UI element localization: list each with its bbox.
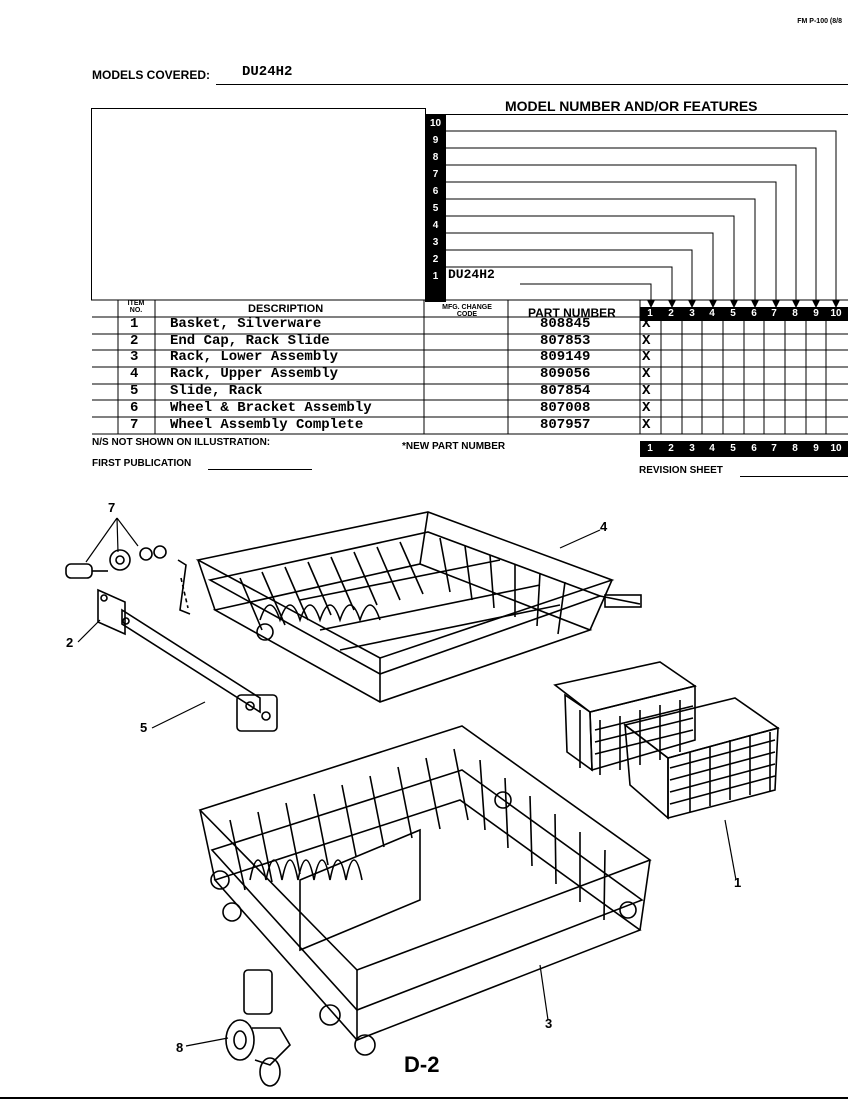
callout-8: 8 [176,1040,184,1055]
col-top-5: 5 [730,308,736,319]
models-covered-value: DU24H2 [242,64,293,80]
col-top-4: 4 [709,308,715,319]
models-covered-label: MODELS COVERED: [92,68,211,82]
wheel-bracket-assembly [225,969,292,1087]
model-leader-lines [91,130,848,308]
col-bottom-6: 6 [751,443,757,454]
row-part-number: 807008 [540,400,591,416]
row-item: 7 [130,417,139,433]
col-top-3: 3 [689,308,695,319]
first-publication-label: FIRST PUBLICATION [92,458,192,469]
model-num-9: 9 [432,135,439,146]
row-mark: X [642,333,651,349]
revision-sheet-line [740,476,848,477]
callout-5: 5 [140,720,148,735]
col-top-10: 10 [830,308,842,319]
revision-sheet-label: REVISION SHEET [639,465,723,476]
col-top-6: 6 [751,308,757,319]
wheel-assembly [65,545,191,615]
col-bottom-5: 5 [730,443,736,454]
col-bottom-7: 7 [771,443,777,454]
exploded-parts-illustration [65,511,780,1087]
model-features-title: MODEL NUMBER AND/OR FEATURES [505,98,758,114]
model-num-2: 2 [432,254,439,265]
col-top-2: 2 [668,308,674,319]
callout-2: 2 [66,635,74,650]
parts-table-grid [92,300,848,435]
col-bottom-8: 8 [792,443,798,454]
row-item: 5 [130,383,139,399]
row-item: 3 [130,349,139,365]
model-num-4: 4 [432,220,439,231]
model-number-column: 10 9 8 7 6 5 4 3 2 1 [425,114,446,302]
new-part-note: *NEW PART NUMBER [402,441,506,452]
row-mark: X [642,366,651,382]
row-item: 4 [130,366,139,382]
col-bottom-2: 2 [668,443,674,454]
col-bottom-9: 9 [813,443,819,454]
callout-4: 4 [600,519,608,534]
first-publication-line [208,469,312,470]
model-column-bar-bottom [640,441,848,457]
models-underline [216,84,848,85]
row-description: End Cap, Rack Slide [170,333,330,349]
row-part-number: 807853 [540,333,591,349]
bottom-rule [0,1097,848,1099]
row-mark: X [642,383,651,399]
row-item: 6 [130,400,139,416]
silverware-basket [553,661,780,820]
model-entry-1: DU24H2 [448,267,495,282]
model-features-rule [430,114,848,115]
row-part-number: 809149 [540,349,591,365]
row-description: Rack, Upper Assembly [170,366,339,382]
row-mark: X [642,417,651,433]
callout-leaders [77,517,737,1047]
row-mark: X [642,316,651,332]
lower-rack [198,725,652,1056]
col-bottom-3: 3 [689,443,695,454]
col-bottom-4: 4 [709,443,715,454]
col-top-9: 9 [813,308,819,319]
rack-slide [97,588,278,732]
row-part-number: 808845 [540,316,591,332]
col-bottom-10: 10 [830,443,842,454]
row-description: Basket, Silverware [170,316,322,332]
row-description: Rack, Lower Assembly [170,349,339,365]
row-part-number: 807854 [540,383,591,399]
col-header-item: ITEM NO. [127,300,145,314]
model-num-3: 3 [432,237,439,248]
model-num-10: 10 [429,118,442,129]
row-part-number: 807957 [540,417,591,433]
callout-3: 3 [545,1016,553,1031]
page-label: D-2 [404,1052,440,1077]
row-description: Slide, Rack [170,383,263,399]
model-num-7: 7 [432,169,439,180]
model-num-1: 1 [432,271,439,282]
col-top-7: 7 [771,308,777,319]
callout-1: 1 [734,875,742,890]
model-column-bar-top [640,307,848,321]
model-num-8: 8 [432,152,439,163]
col-header-mfg-code: MFG. CHANGE CODE [442,304,492,318]
row-description: Wheel & Bracket Assembly [170,400,372,416]
row-mark: X [642,400,651,416]
row-mark: X [642,349,651,365]
row-description: Wheel Assembly Complete [170,417,364,433]
row-part-number: 809056 [540,366,591,382]
form-id: FM P-100 (8/8 [797,18,842,25]
col-top-8: 8 [792,308,798,319]
col-header-description: DESCRIPTION [248,303,324,315]
col-bottom-1: 1 [647,443,653,454]
upper-rack [195,511,642,703]
callout-7: 7 [108,500,116,515]
row-item: 2 [130,333,139,349]
row-item: 1 [130,316,139,332]
ns-note: N/S NOT SHOWN ON ILLUSTRATION: [92,437,271,448]
col-top-1: 1 [647,308,653,319]
model-num-5: 5 [432,203,439,214]
model-num-6: 6 [432,186,439,197]
